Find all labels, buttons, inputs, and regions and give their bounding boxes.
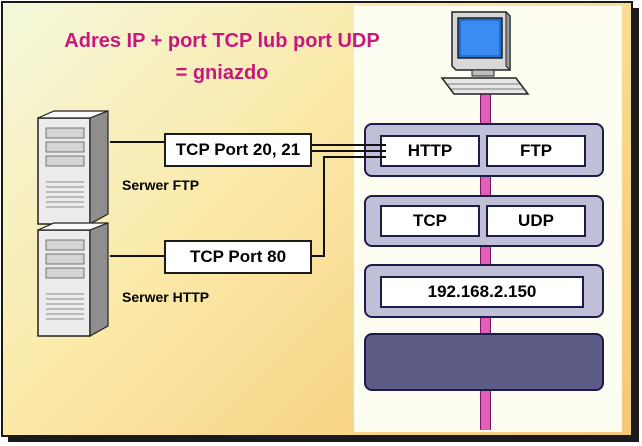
ftp-port-label: TCP Port 20, 21 xyxy=(164,133,312,167)
server-tower-icon xyxy=(37,222,109,338)
protocol-tcp: TCP xyxy=(380,205,480,237)
protocol-ftp: FTP xyxy=(486,135,586,167)
http-port-label: TCP Port 80 xyxy=(164,240,312,274)
ftp-server-label: Serwer FTP xyxy=(122,177,200,193)
link-layer xyxy=(364,333,604,391)
server-tower-icon xyxy=(37,110,109,226)
frame-shadow-right xyxy=(632,8,639,437)
ip-address: 192.168.2.150 xyxy=(380,276,584,308)
protocol-stack-pole xyxy=(480,92,491,430)
desktop-computer-icon xyxy=(440,10,530,95)
protocol-http: HTTP xyxy=(380,135,480,167)
frame-shadow-bottom xyxy=(8,435,639,442)
slide-title-line1: Adres IP + port TCP lub port UDP xyxy=(64,30,380,52)
slide-title-line2: = gniazdo xyxy=(175,62,269,84)
protocol-udp: UDP xyxy=(486,205,586,237)
http-server-label: Serwer HTTP xyxy=(122,289,210,305)
